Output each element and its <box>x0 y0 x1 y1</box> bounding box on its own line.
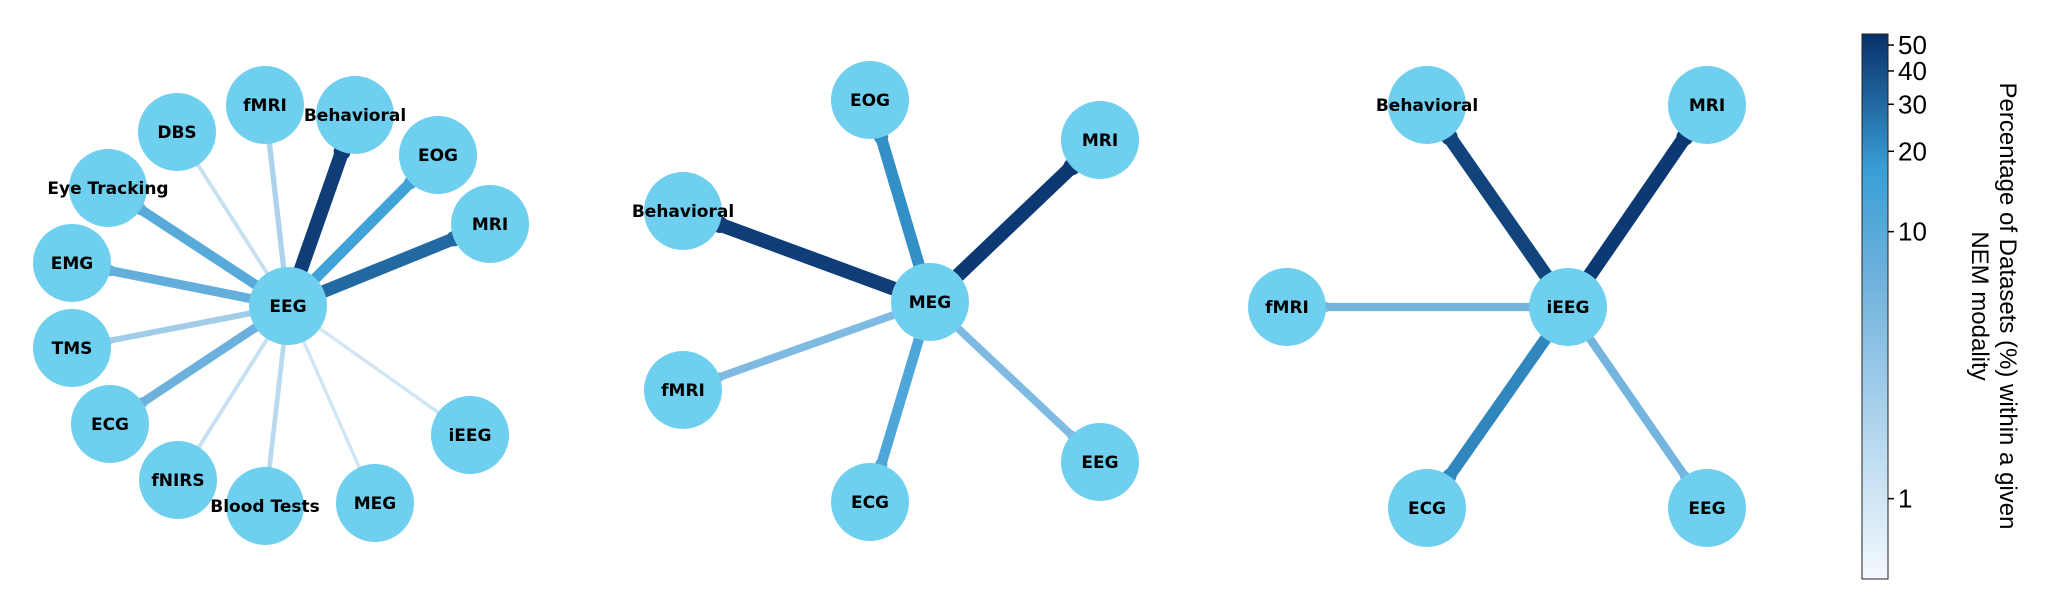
node-label-blood-tests: Blood Tests <box>210 497 319 517</box>
node-label-eye-tracking: Eye Tracking <box>47 179 168 199</box>
node-label-ieeg: iEEG <box>448 426 491 446</box>
node-fmri <box>1248 268 1326 346</box>
node-label-eeg: EEG <box>1081 453 1118 473</box>
node-label-ecg: ECG <box>851 493 889 513</box>
node-label-mri: MRI <box>472 215 508 235</box>
center-node-label-eeg: EEG <box>269 297 306 317</box>
node-label-behavioral: Behavioral <box>1376 96 1478 116</box>
center-node-label-ieeg: iEEG <box>1546 298 1589 318</box>
node-label-fmri: fMRI <box>661 381 705 401</box>
node-ieeg <box>431 396 509 474</box>
ieeg-network: Behavioral MRI fMRI ECG EEG iEEG <box>1248 66 1746 547</box>
node-label-eeg: EEG <box>1688 499 1725 519</box>
node-dbs <box>138 93 216 171</box>
colorbar-tick-label-10: 10 <box>1898 217 1927 247</box>
node-label-meg: MEG <box>354 494 396 514</box>
node-label-dbs: DBS <box>157 123 196 143</box>
node-label-mri: MRI <box>1689 96 1725 116</box>
colorbar-tick-label-1: 1 <box>1898 484 1912 514</box>
colorbar-tick-label-50: 50 <box>1898 30 1927 60</box>
node-label-ecg: ECG <box>1408 499 1446 519</box>
node-mri <box>1061 101 1139 179</box>
node-eeg <box>1061 423 1139 501</box>
node-label-tms: TMS <box>52 339 93 359</box>
center-node-eeg <box>249 267 327 345</box>
node-meg <box>336 464 414 542</box>
node-label-eog: EOG <box>850 91 890 111</box>
node-blood-tests <box>226 467 304 545</box>
center-node-ieeg <box>1529 268 1607 346</box>
node-label-ecg: ECG <box>91 415 129 435</box>
node-label-fmri: fMRI <box>243 96 287 116</box>
node-ecg <box>831 463 909 541</box>
colorbar-label-line2: NEM modality <box>1966 231 1993 380</box>
node-behavioral <box>644 172 722 250</box>
node-mri <box>1668 66 1746 144</box>
colorbar-tick-label-40: 40 <box>1898 56 1927 86</box>
node-fnirs <box>139 441 217 519</box>
node-eog <box>831 61 909 139</box>
node-eye-tracking <box>69 149 147 227</box>
node-label-fmri: fMRI <box>1265 298 1309 318</box>
node-label-behavioral: Behavioral <box>304 106 406 126</box>
node-behavioral <box>1388 66 1466 144</box>
node-eeg <box>1668 469 1746 547</box>
node-mri <box>451 185 529 263</box>
node-label-eog: EOG <box>418 146 458 166</box>
node-label-behavioral: Behavioral <box>632 202 734 222</box>
node-label-fnirs: fNIRS <box>151 471 204 491</box>
node-ecg <box>71 385 149 463</box>
center-node-meg <box>891 263 969 341</box>
node-ecg <box>1388 469 1466 547</box>
colorbar-gradient <box>1861 33 1889 580</box>
node-fmri <box>644 351 722 429</box>
meg-network: EOG MRI Behavioral fMRI EEG ECG MEG <box>632 61 1139 541</box>
colorbar-tick-label-20: 20 <box>1898 136 1927 166</box>
colorbar-label-line1: Percentage of Datasets (%) within a give… <box>1994 83 2021 530</box>
node-label-emg: EMG <box>51 254 93 274</box>
node-tms <box>33 309 111 387</box>
node-eog <box>399 116 477 194</box>
node-fmri <box>226 66 304 144</box>
colorbar-tick-label-30: 30 <box>1898 89 1927 119</box>
center-node-label-meg: MEG <box>909 293 951 313</box>
node-label-mri: MRI <box>1082 131 1118 151</box>
node-emg <box>33 224 111 302</box>
node-behavioral <box>316 76 394 154</box>
